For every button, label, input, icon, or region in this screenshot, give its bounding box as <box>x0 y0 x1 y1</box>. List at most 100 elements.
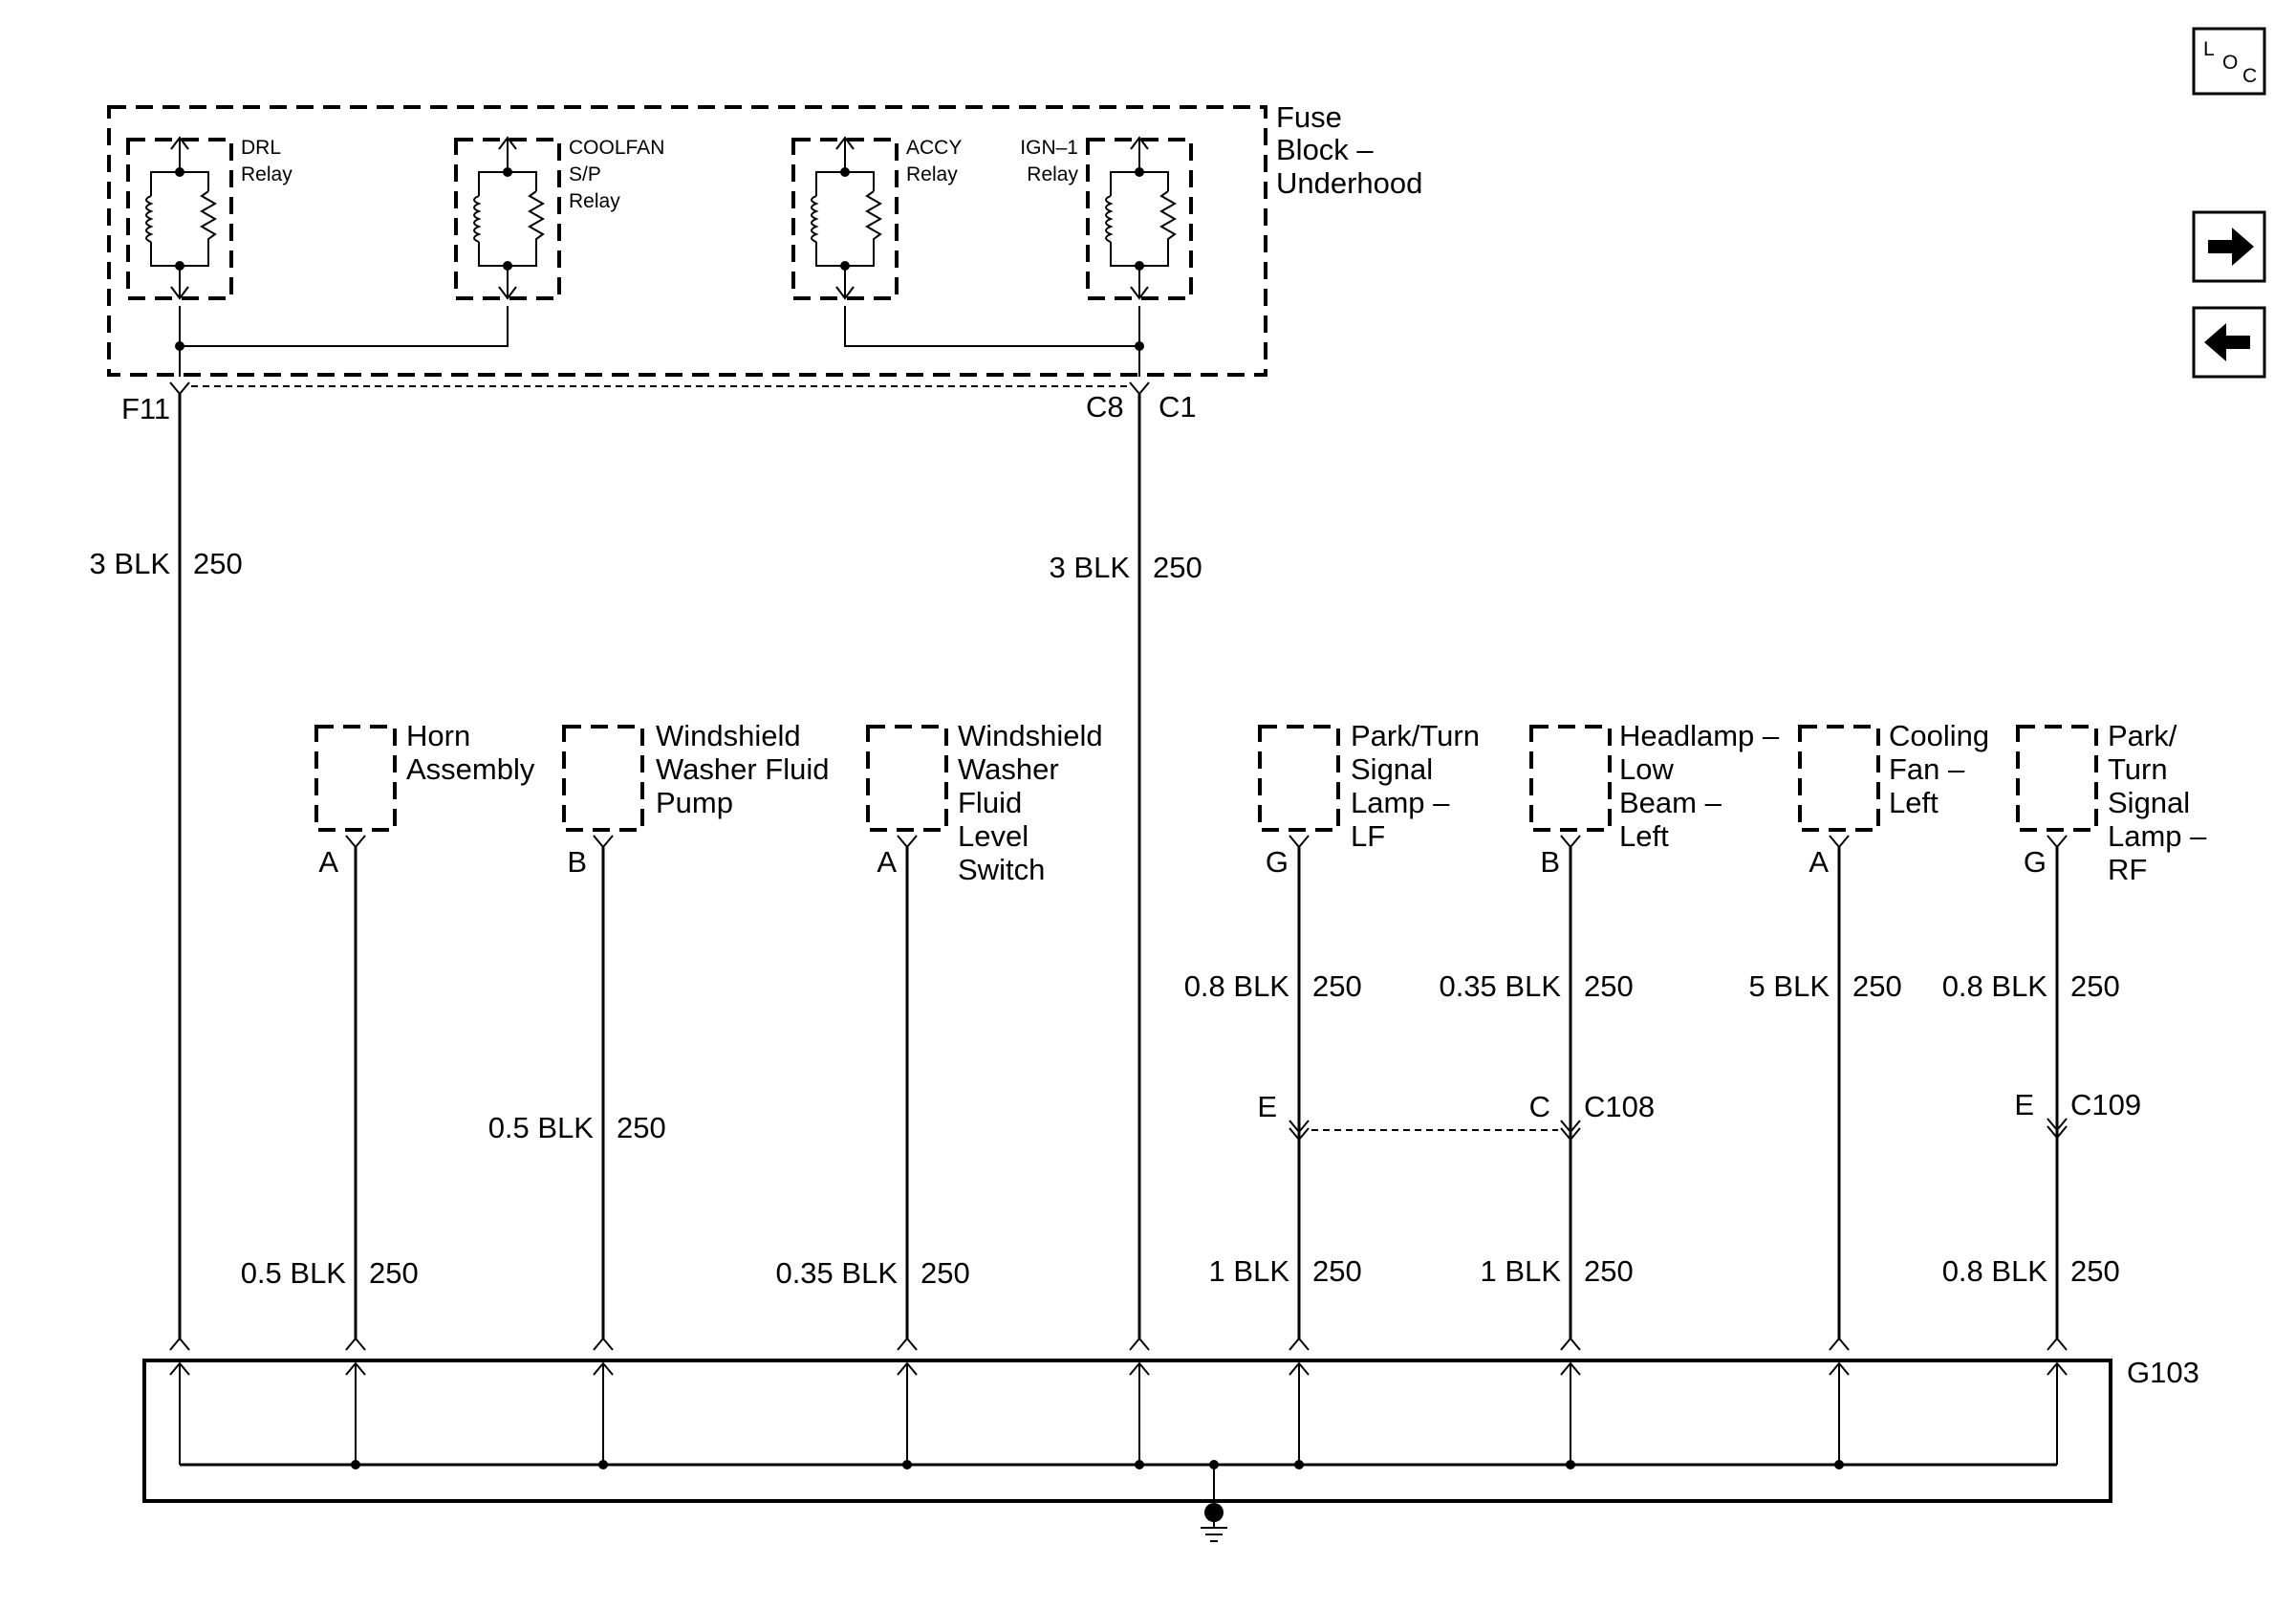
pump-wire-circuit: 250 <box>617 1111 666 1144</box>
g103-label: G103 <box>2127 1356 2199 1389</box>
accy-relay-label-1: ACCY <box>906 137 962 159</box>
lamp-rf-label-5: RF <box>2108 853 2147 886</box>
loc-letter-l: L <box>2203 38 2215 60</box>
previous-page-button[interactable] <box>2192 306 2266 379</box>
ign1-relay: IGN–1 Relay <box>1020 137 1193 300</box>
washer-fluid-level-switch: Windshield Washer Fluid Level Switch A 0… <box>775 719 1103 1338</box>
switch-label-1: Windshield <box>958 719 1103 752</box>
coolfan-relay-label-1: COOLFAN <box>569 137 664 159</box>
pump-pin: B <box>567 845 587 879</box>
c108-pin-e: E <box>1257 1090 1277 1123</box>
pump-label-2: Washer Fluid <box>656 752 829 786</box>
headlamp-lower-circuit: 250 <box>1584 1254 1634 1288</box>
fan-wire-gauge: 5 BLK <box>1749 969 1830 1003</box>
accy-relay: ACCY Relay <box>791 137 962 300</box>
lamp-lf-lower-circuit: 250 <box>1312 1254 1362 1288</box>
wire-circuit-c1: 250 <box>1153 551 1202 584</box>
ign1-relay-label-1: IGN–1 <box>1020 137 1078 159</box>
switch-label-2: Washer <box>958 752 1059 786</box>
switch-wire-circuit: 250 <box>921 1256 970 1290</box>
lamp-rf-lower-circuit: 250 <box>2070 1254 2120 1288</box>
next-page-button[interactable] <box>2192 210 2266 283</box>
lamp-lf-label-3: Lamp – <box>1351 786 1450 819</box>
wire-c1-to-g103: 3 BLK 250 <box>1050 394 1202 1338</box>
lamp-rf-lower-gauge: 0.8 BLK <box>1942 1254 2048 1288</box>
lamp-lf-label-2: Signal <box>1351 752 1433 786</box>
lamp-lf-upper-circuit: 250 <box>1312 969 1362 1003</box>
wire-gauge-c1: 3 BLK <box>1050 551 1131 584</box>
horn-label-1: Horn <box>406 719 470 752</box>
drl-relay-label-1: DRL <box>241 137 281 159</box>
c108-label: C108 <box>1584 1090 1655 1123</box>
wire-f11-to-g103: 3 BLK 250 <box>90 394 243 1338</box>
loc-letter-o: O <box>2222 52 2238 74</box>
switch-pin: A <box>877 845 897 879</box>
coolfan-relay-label-3: Relay <box>569 190 620 212</box>
horn-wire-circuit: 250 <box>369 1256 419 1290</box>
washer-fluid-pump: Windshield Washer Fluid Pump B 0.5 BLK 2… <box>488 719 829 1338</box>
c108-pin-c: C <box>1529 1090 1550 1123</box>
arrow-left-icon <box>2204 323 2250 361</box>
wire-circuit-f11: 250 <box>193 547 243 580</box>
wire-gauge-f11: 3 BLK <box>90 547 171 580</box>
c109-label: C109 <box>2070 1088 2141 1121</box>
coolfan-relay-label-2: S/P <box>569 163 601 185</box>
lamp-rf-label-2: Turn <box>2108 752 2168 786</box>
switch-label-3: Fluid <box>958 786 1022 819</box>
switch-wire-gauge: 0.35 BLK <box>775 1256 898 1290</box>
cooling-fan-left: Cooling Fan – Left A 5 BLK 250 <box>1749 719 1989 1338</box>
lamp-rf-upper-circuit: 250 <box>2070 969 2120 1003</box>
lamp-rf-upper-gauge: 0.8 BLK <box>1942 969 2048 1003</box>
horn-wire-gauge: 0.5 BLK <box>241 1256 347 1290</box>
connector-c108: E C C108 <box>1257 1090 1655 1142</box>
fan-wire-circuit: 250 <box>1852 969 1902 1003</box>
headlamp-upper-circuit: 250 <box>1584 969 1634 1003</box>
drl-relay-label-2: Relay <box>241 163 292 185</box>
pin-f11: F11 <box>121 392 170 425</box>
headlamp-low-beam-left: Headlamp – Low Beam – Left B 0.35 BLK 25… <box>1439 719 1780 1338</box>
lamp-rf-label-4: Lamp – <box>2108 819 2207 853</box>
pin-c8: C8 <box>1086 390 1124 424</box>
fuse-block-underhood: Fuse Block – Underhood <box>107 100 1422 377</box>
lamp-lf-lower-gauge: 1 BLK <box>1209 1254 1290 1288</box>
pump-wire-gauge: 0.5 BLK <box>488 1111 595 1144</box>
c109-pin-e: E <box>2014 1088 2034 1121</box>
headlamp-lower-gauge: 1 BLK <box>1481 1254 1562 1288</box>
headlamp-label-3: Beam – <box>1619 786 1722 819</box>
fuse-block-label-line3: Underhood <box>1276 166 1422 200</box>
lamp-rf-label-1: Park/ <box>2108 719 2177 752</box>
headlamp-pin: B <box>1540 845 1560 879</box>
pin-c1: C1 <box>1159 390 1197 424</box>
fan-label-3: Left <box>1889 786 1939 819</box>
headlamp-label-1: Headlamp – <box>1619 719 1780 752</box>
arrow-right-icon <box>2208 228 2254 266</box>
switch-label-5: Switch <box>958 853 1045 886</box>
fuse-block-label-line2: Block – <box>1276 133 1374 166</box>
fuse-block-label-line1: Fuse <box>1276 100 1342 134</box>
location-button[interactable]: L O C <box>2192 27 2266 96</box>
lamp-lf-label-4: LF <box>1351 819 1385 853</box>
lamp-rf-pin: G <box>2024 845 2047 879</box>
ign1-relay-label-2: Relay <box>1027 163 1078 185</box>
relay-bus-wiring <box>169 306 1150 396</box>
ground-symbol-icon <box>1201 1522 1227 1542</box>
park-turn-lamp-rf: Park/ Turn Signal Lamp – RF G 0.8 BLK 25… <box>1942 719 2207 1338</box>
ground-point-icon <box>1204 1503 1224 1522</box>
headlamp-upper-gauge: 0.35 BLK <box>1439 969 1561 1003</box>
horn-assembly: Horn Assembly A 0.5 BLK 250 <box>241 719 535 1338</box>
drl-relay: DRL Relay <box>126 137 292 300</box>
fan-label-2: Fan – <box>1889 752 1965 786</box>
connector-c109: E C109 <box>2014 1088 2141 1140</box>
fan-label-1: Cooling <box>1889 719 1989 752</box>
fan-pin: A <box>1809 845 1829 879</box>
lamp-lf-pin: G <box>1266 845 1289 879</box>
switch-label-4: Level <box>958 819 1029 853</box>
headlamp-label-2: Low <box>1619 752 1674 786</box>
coolfan-sp-relay: COOLFAN S/P Relay <box>454 137 664 300</box>
ground-g103: G103 <box>142 1337 2199 1542</box>
horn-pin: A <box>318 845 338 879</box>
lamp-lf-upper-gauge: 0.8 BLK <box>1184 969 1290 1003</box>
lamp-rf-label-3: Signal <box>2108 786 2190 819</box>
pump-label-3: Pump <box>656 786 733 819</box>
